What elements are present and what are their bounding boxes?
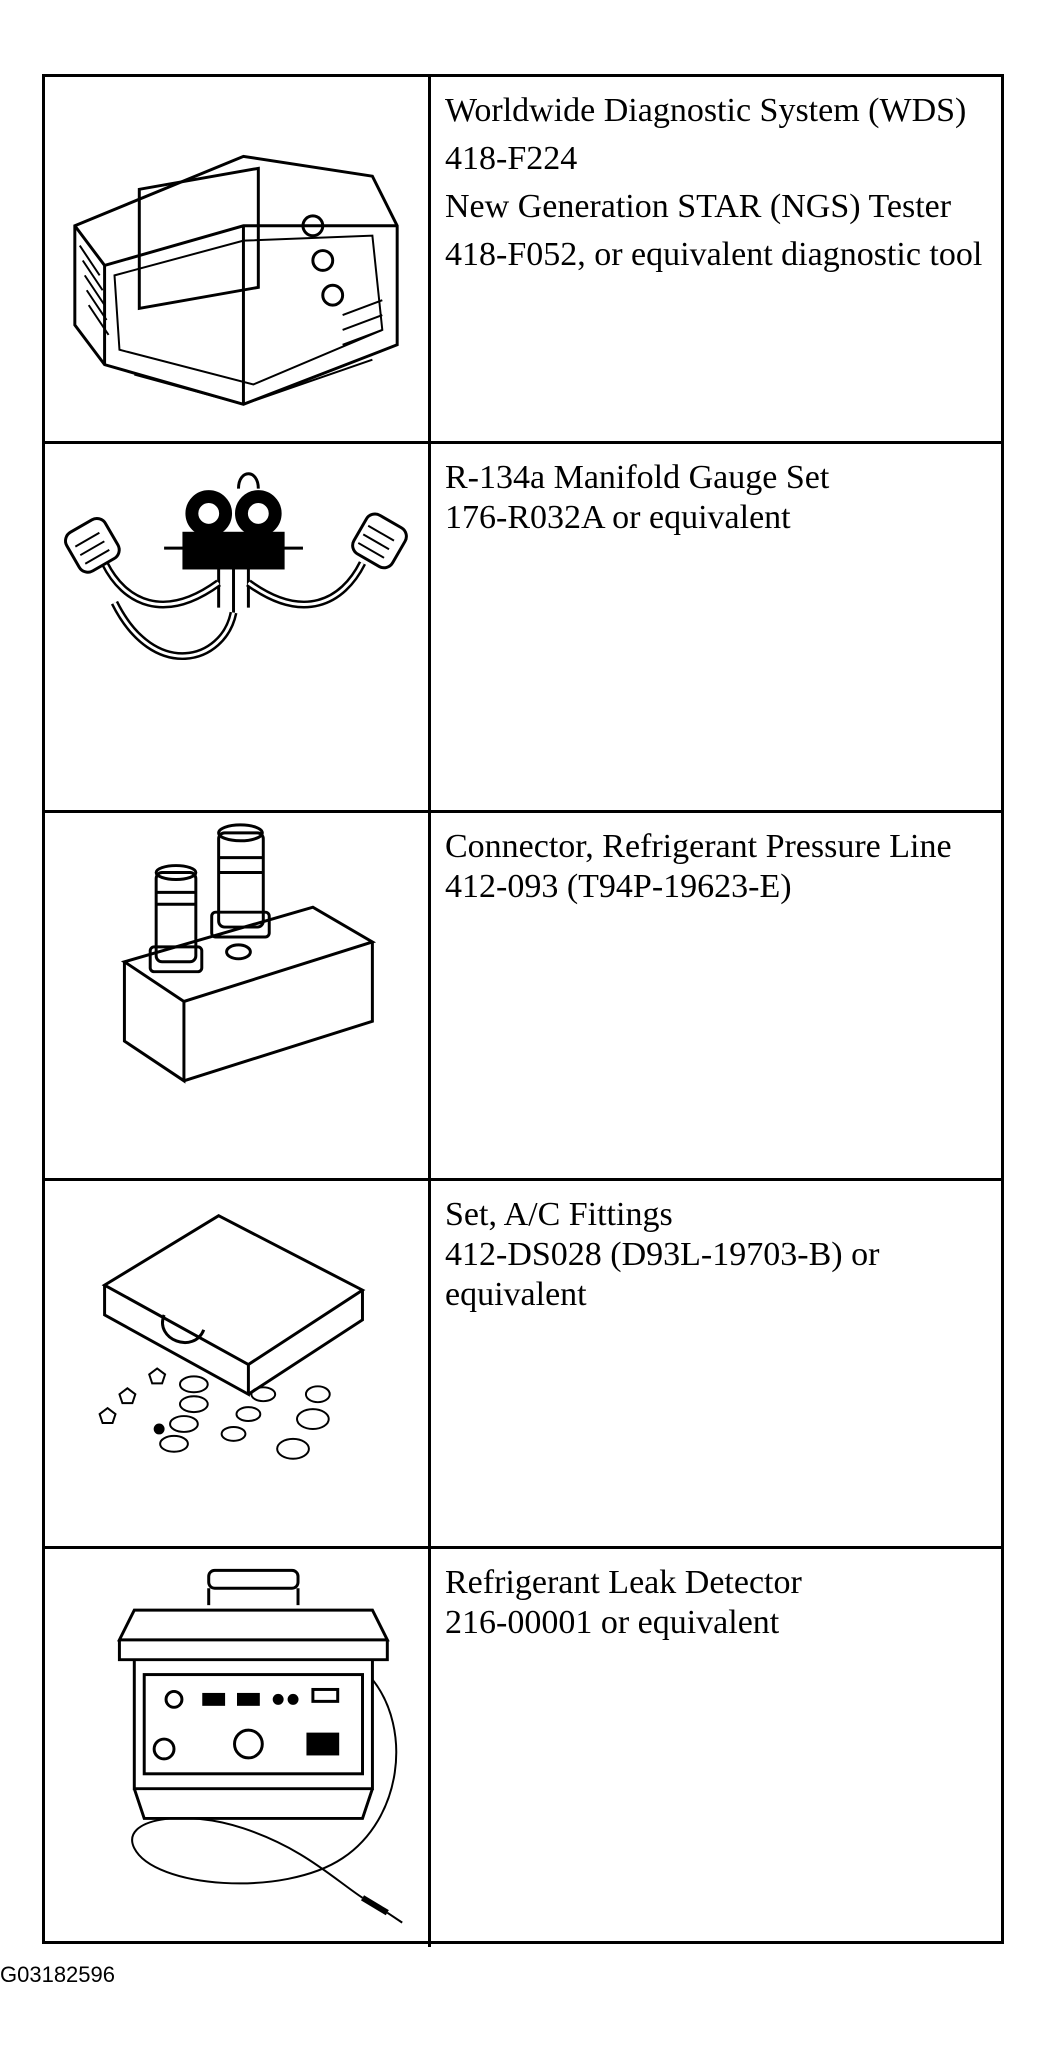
tool-number-line: 176-R032A or equivalent — [445, 499, 791, 536]
tool-description: R-134a Manifold Gauge Set 176-R032A or e… — [445, 458, 987, 538]
tool-name-line: Worldwide Diagnostic System (WDS) — [445, 92, 967, 129]
tool-name-line: New Generation STAR (NGS) Tester — [445, 188, 952, 225]
tool-number-line: 418-F052, or equivalent diagnostic tool — [445, 236, 983, 273]
tool-row-connector: Connector, Refrigerant Pressure Line 412… — [45, 813, 1001, 1181]
diagnostic-tester-icon — [45, 77, 431, 441]
tool-name-line: R-134a Manifold Gauge Set — [445, 459, 830, 496]
tool-row-diagnostic-system: Worldwide Diagnostic System (WDS) 418-F2… — [45, 77, 1001, 444]
figure-id: G03182596 — [0, 1962, 115, 1987]
tool-row-leak-detector: Refrigerant Leak Detector 216-00001 or e… — [45, 1549, 1001, 1947]
ac-fittings-case-icon — [45, 1181, 431, 1546]
tool-number-line: 418-F224 — [445, 140, 578, 177]
pressure-line-connector-icon — [45, 813, 431, 1178]
special-tools-table: Worldwide Diagnostic System (WDS) 418-F2… — [42, 74, 1004, 1947]
tool-description: Set, A/C Fittings 412-DS028 (D93L-19703-… — [445, 1195, 987, 1315]
tool-row-ac-fittings: Set, A/C Fittings 412-DS028 (D93L-19703-… — [45, 1181, 1001, 1549]
tool-name-line: Set, A/C Fittings — [445, 1196, 673, 1233]
tool-number-line: 412-DS028 (D93L-19703-B) or equivalent — [445, 1236, 880, 1313]
tool-description: Connector, Refrigerant Pressure Line 412… — [445, 827, 987, 907]
leak-detector-icon — [45, 1549, 431, 1947]
tool-description: Worldwide Diagnostic System (WDS) 418-F2… — [445, 91, 987, 275]
tool-description: Refrigerant Leak Detector 216-00001 or e… — [445, 1563, 987, 1643]
tool-number-line: 412-093 (T94P-19623-E) — [445, 868, 792, 905]
tool-name-line: Refrigerant Leak Detector — [445, 1564, 802, 1601]
tool-row-manifold-gauge: R-134a Manifold Gauge Set 176-R032A or e… — [45, 444, 1001, 813]
manifold-gauge-set-icon — [45, 444, 431, 810]
tool-name-line: Connector, Refrigerant Pressure Line — [445, 828, 952, 865]
tool-number-line: 216-00001 or equivalent — [445, 1604, 780, 1641]
